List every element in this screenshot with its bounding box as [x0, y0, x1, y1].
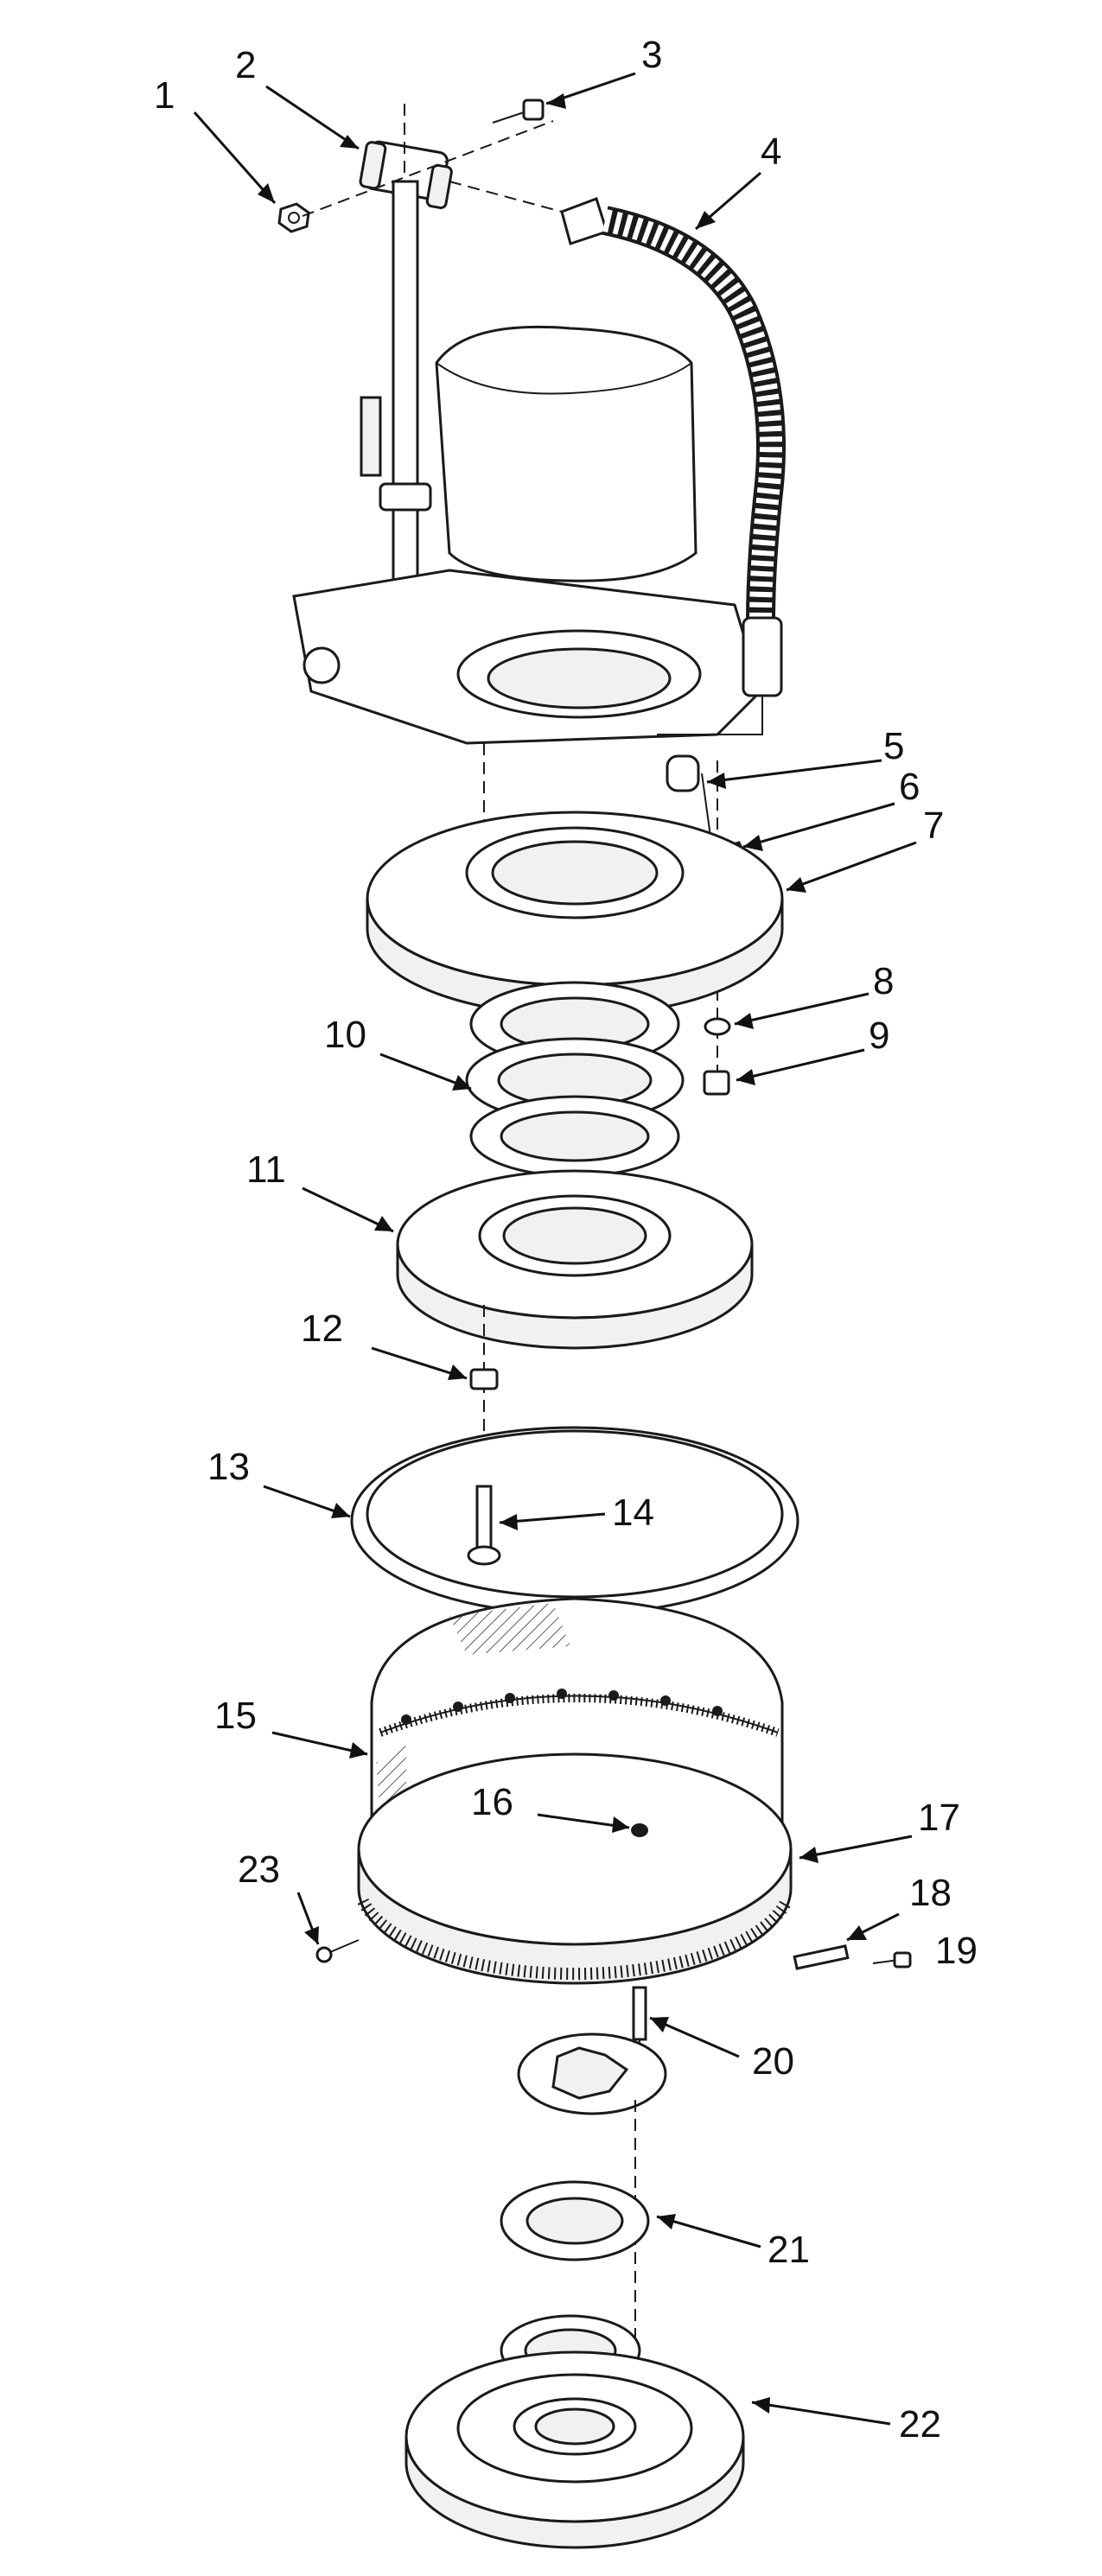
part-12-nut — [469, 1368, 499, 1390]
part-14-bolt — [467, 1485, 501, 1566]
part-1-nut — [277, 202, 310, 233]
callout-15: 15 — [214, 1695, 257, 1737]
callout-16: 16 — [471, 1781, 513, 1823]
callout-2: 2 — [235, 44, 256, 86]
chassis-base — [292, 569, 762, 745]
part-17-brush-base — [357, 1752, 793, 1985]
part-18-key — [793, 1944, 850, 1970]
part-9-nut — [703, 1070, 730, 1096]
callout-14: 14 — [612, 1492, 654, 1534]
callout-3: 3 — [641, 34, 662, 76]
callout-18: 18 — [909, 1872, 952, 1914]
part-19-screw — [872, 1951, 912, 1969]
part-22-pad-driver — [404, 2314, 745, 2549]
part-5-pin — [666, 754, 714, 856]
part-2-coupling — [359, 140, 453, 210]
callout-13: 13 — [207, 1446, 250, 1488]
callout-20: 20 — [752, 2040, 794, 2083]
part-20-hub — [517, 1986, 667, 2115]
callout-23: 23 — [238, 1848, 280, 1891]
assembly-axis-top — [302, 120, 554, 217]
callout-19: 19 — [935, 1930, 978, 1972]
callout-4: 4 — [761, 130, 781, 173]
callout-1: 1 — [154, 74, 175, 117]
callout-12: 12 — [301, 1307, 343, 1350]
part-7-motor-plate — [366, 811, 784, 1017]
callout-22: 22 — [899, 2403, 941, 2446]
part-10-rings — [465, 981, 685, 1178]
callout-10: 10 — [324, 1014, 366, 1056]
callout-7: 7 — [923, 805, 944, 847]
part-21-adapter-ring — [500, 2180, 650, 2261]
callout-11: 11 — [246, 1148, 286, 1191]
hose-axis — [449, 181, 563, 213]
tank — [435, 325, 698, 582]
handle-column — [360, 104, 432, 598]
part-23-screw — [315, 1939, 360, 1963]
part-4-hose — [560, 197, 786, 735]
arrow-heads — [258, 93, 867, 2414]
callout-labels: 1 2 3 4 5 6 7 8 9 10 11 12 13 14 15 16 1… — [154, 34, 978, 2446]
callout-17: 17 — [918, 1797, 960, 1839]
callout-6: 6 — [899, 766, 920, 808]
callout-21: 21 — [768, 2229, 810, 2271]
part-16-plug — [631, 1823, 648, 1837]
part-11-drive-plate — [396, 1169, 754, 1350]
part-8-washer — [704, 1017, 731, 1036]
part-3-screw — [492, 99, 545, 124]
callout-8: 8 — [873, 960, 894, 1002]
part-13-retaining-ring — [350, 1426, 799, 1616]
callout-9: 9 — [869, 1014, 889, 1057]
callout-5: 5 — [883, 725, 904, 767]
